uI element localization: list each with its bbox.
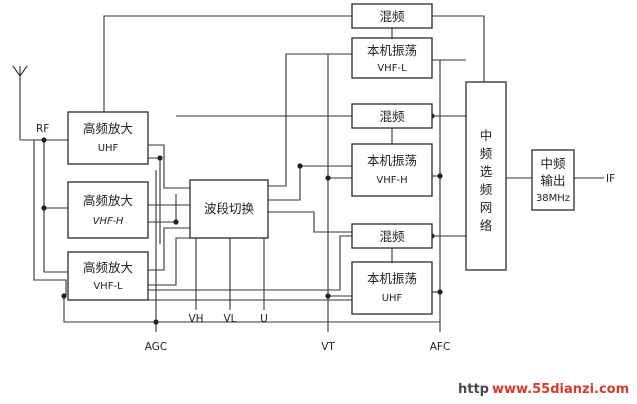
if-label: IF [606, 173, 615, 185]
band-switch-block: 波段切换 [189, 179, 269, 239]
oscillator-2-band: VHF-H [376, 175, 407, 186]
oscillator-block-vhf-l: 本机振荡 VHF-L [351, 37, 433, 79]
mixer-block-1: 混频 [351, 3, 433, 29]
oscillator-3-band: UHF [382, 293, 403, 304]
if-select-char-3: 选 [480, 164, 493, 179]
watermark-site: www.55dianzi.com [492, 382, 629, 397]
wiring [12, 15, 604, 332]
rf-amp-uhf-band: UHF [98, 143, 119, 154]
if-select-char-1: 中 [480, 128, 493, 143]
mixer-block-3: 混频 [351, 223, 433, 249]
rf-amp-block-vhf-l: 高频放大 VHF-L [67, 251, 149, 301]
mixer-block-2: 混频 [351, 103, 433, 129]
u-label: U [260, 313, 268, 325]
if-select-char-2: 频 [480, 146, 493, 161]
vt-label: VT [321, 341, 335, 353]
afc-label: AFC [430, 341, 451, 353]
rf-amp-uhf-label: 高频放大 [83, 121, 133, 136]
vh-label: VH [188, 313, 203, 325]
rf-amp-vhf-l-label: 高频放大 [83, 260, 133, 275]
if-output-line-3: 38MHz [536, 193, 570, 204]
agc-label: AGC [145, 341, 167, 353]
rf-amp-vhf-h-band: VHF-H [93, 216, 124, 227]
if-selection-block: 中 频 选 频 网 络 [465, 81, 507, 271]
if-select-char-4: 频 [480, 182, 493, 197]
antenna-icon [12, 65, 28, 140]
band-switch-label: 波段切换 [204, 201, 255, 216]
mixer-2-label: 混频 [379, 109, 405, 124]
oscillator-block-uhf: 本机振荡 UHF [351, 261, 433, 315]
oscillator-block-vhf-h: 本机振荡 VHF-H [351, 143, 433, 197]
mixer-1-label: 混频 [379, 9, 405, 24]
rf-label: RF [36, 123, 49, 135]
mixer-3-label: 混频 [379, 229, 405, 244]
rf-amp-block-vhf-h: 高频放大 VHF-H [67, 181, 149, 239]
rf-amp-block-uhf: 高频放大 UHF [67, 111, 149, 165]
watermark: http www.55dianzi.com [458, 382, 629, 397]
if-output-block: 中频 输出 38MHz [531, 149, 575, 211]
if-select-char-5: 网 [480, 200, 493, 215]
watermark-prefix: http [458, 382, 489, 397]
rf-amp-vhf-l-band: VHF-L [93, 281, 123, 292]
if-output-line-2: 输出 [540, 173, 565, 188]
vl-label: VL [223, 313, 236, 325]
rf-amp-vhf-h-label: 高频放大 [83, 193, 133, 208]
oscillator-2-label: 本机振荡 [367, 153, 417, 168]
oscillator-3-label: 本机振荡 [367, 271, 417, 286]
oscillator-1-label: 本机振荡 [367, 43, 417, 58]
if-output-line-1: 中频 [540, 156, 566, 171]
if-select-char-6: 络 [480, 218, 493, 233]
oscillator-1-band: VHF-L [377, 63, 407, 74]
